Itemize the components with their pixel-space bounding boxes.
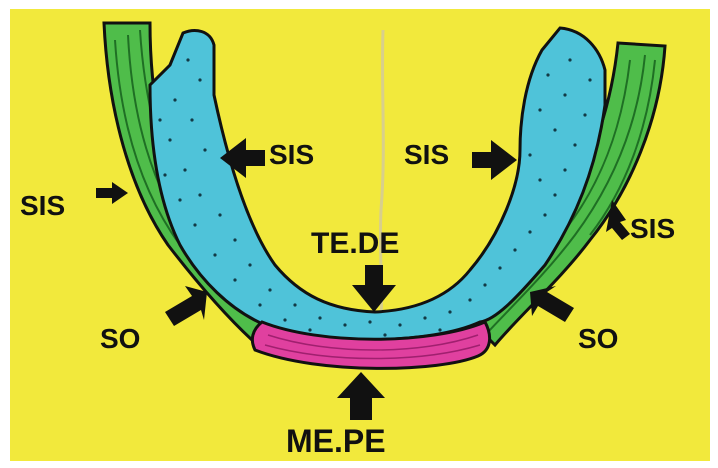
label-sis-inner-right: SIS — [404, 139, 449, 170]
label-so-right: SO — [578, 323, 618, 354]
label-sis-inner-left: SIS — [269, 139, 314, 170]
label-sis-outer-left: SIS — [20, 190, 65, 221]
label-so-left: SO — [100, 323, 140, 354]
label-sis-outer-right: SIS — [630, 213, 675, 244]
label-me-pe: ME.PE — [286, 423, 386, 459]
label-te-de: TE.DE — [311, 227, 399, 260]
